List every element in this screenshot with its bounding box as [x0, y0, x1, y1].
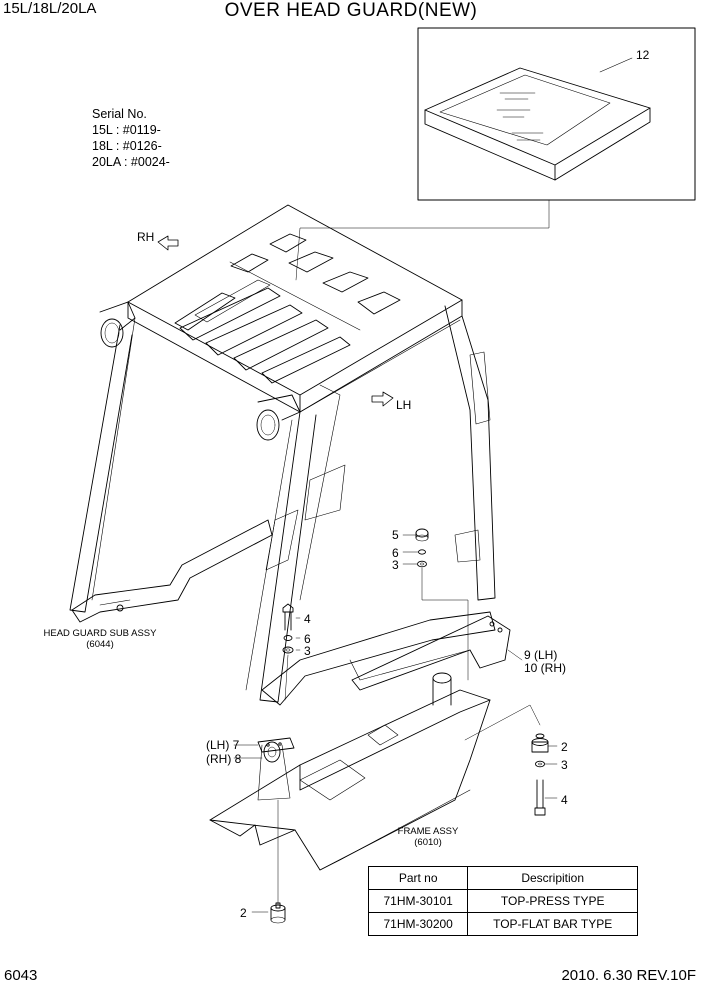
page-title: OVER HEAD GUARD(NEW) [224, 0, 478, 21]
table-row: 71HM-30200 TOP-FLAT BAR TYPE [367, 912, 638, 936]
description-cell: TOP-FLAT BAR TYPE [467, 912, 638, 936]
lh-direction-label: LH [396, 398, 412, 412]
callout-4-right: 4 [561, 793, 568, 807]
callout-3-left: 3 [304, 644, 311, 658]
direction-arrows [157, 235, 394, 407]
rh-direction-label: RH [137, 230, 155, 244]
head-guard-name: HEAD GUARD SUB ASSY [43, 628, 157, 639]
callout-6-upper: 6 [392, 546, 399, 560]
header-part-no: Part no [367, 866, 469, 890]
model-label: 15L/18L/20LA [3, 0, 97, 17]
work-lamps [99, 301, 301, 441]
callout-9-lh: 9 (LH) [524, 648, 558, 662]
serial-heading: Serial No. [92, 107, 147, 121]
parts-table: Part no Descripition 71HM-30101 TOP-PRES… [367, 866, 638, 936]
callout-5: 5 [392, 528, 399, 542]
callout-12: 12 [636, 48, 650, 62]
frame-assy-label: FRAME ASSY (6010) [380, 826, 476, 848]
truck-frame [209, 672, 491, 871]
guard-base-frame [71, 519, 496, 706]
mounting-bars [257, 615, 511, 753]
description-cell: TOP-PRESS TYPE [467, 889, 638, 913]
hardware-parts [270, 528, 549, 924]
callout-2-right: 2 [561, 740, 568, 754]
serial-line-20la: 20LA : #0024- [92, 155, 170, 169]
callout-4-left: 4 [304, 612, 311, 626]
table-row: 71HM-30101 TOP-PRESS TYPE [367, 889, 638, 913]
frame-name: FRAME ASSY [397, 826, 459, 837]
callout-3-right: 3 [561, 758, 568, 772]
callout-3-upper: 3 [392, 558, 399, 572]
serial-line-15l: 15L : #0119- [92, 123, 161, 137]
head-guard-sub-assy-label: HEAD GUARD SUB ASSY (6044) [40, 628, 160, 650]
callout-7-lh: (LH) 7 [206, 738, 240, 752]
revision-date: 2010. 6.30 REV.10F [561, 967, 696, 984]
frame-code: (6010) [414, 837, 442, 848]
serial-line-18l: 18L : #0126- [92, 139, 162, 153]
callout-8-rh: (RH) 8 [206, 752, 242, 766]
part-no-cell: 71HM-30200 [367, 912, 469, 936]
roof-pad-inset [295, 27, 696, 281]
guard-pillars [69, 305, 496, 703]
header-description: Descripition [467, 866, 638, 890]
callout-10-rh: 10 (RH) [524, 661, 567, 675]
page-number: 6043 [4, 967, 38, 984]
part-no-cell: 71HM-30101 [367, 889, 469, 913]
leader-lines [233, 534, 558, 913]
canopy-roof [127, 204, 463, 413]
callout-6-left: 6 [304, 632, 311, 646]
parts-table-header: Part no Descripition [367, 866, 638, 890]
head-guard-code: (6044) [86, 639, 114, 650]
callout-2-bottom: 2 [240, 906, 247, 920]
serial-number-block: Serial No. 15L : #0119- 18L : #0126- 20L… [92, 106, 170, 170]
